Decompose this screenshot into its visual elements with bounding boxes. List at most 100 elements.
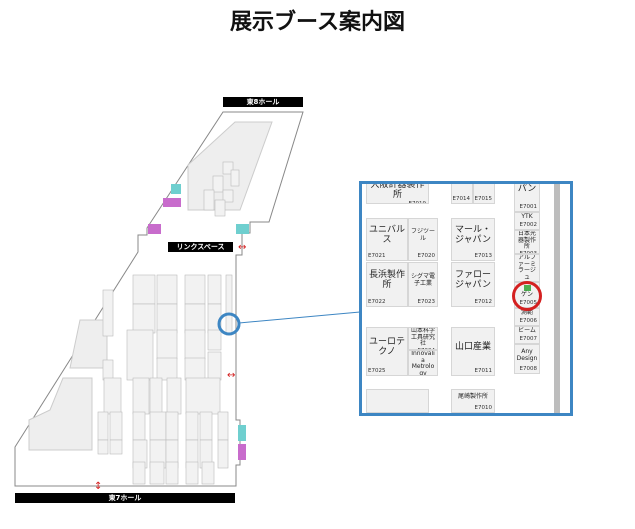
booth-name: Any Design	[516, 347, 538, 362]
booth-name: ゲン	[520, 291, 533, 299]
booth	[185, 377, 221, 415]
booth	[184, 329, 206, 360]
hall-label-bottom: 東7ホール	[15, 493, 235, 503]
page-title: 展示ブース案内図	[230, 10, 405, 35]
booth[interactable]: アルファーミラージュE7004	[514, 254, 540, 282]
booth-code: E7014	[452, 196, 470, 202]
booth[interactable]: E7015	[473, 184, 495, 204]
exit-arrow-icon: ↔	[238, 242, 246, 253]
booth	[132, 377, 150, 415]
booth-code: E7006	[519, 318, 537, 324]
booth-name: ユニバルス	[368, 225, 405, 245]
facility-teal	[171, 184, 181, 194]
booth[interactable]: E7014	[451, 184, 473, 204]
booth-code: E7003	[519, 250, 537, 254]
booth-name: フジツール	[410, 228, 435, 242]
booth	[165, 411, 179, 441]
booth	[156, 329, 178, 360]
booth-code: E7025	[368, 368, 386, 374]
booth	[185, 411, 199, 441]
booth[interactable]: Innovalia MetrologyE7026	[408, 350, 438, 376]
booth[interactable]: 尾崎製作所 E7010	[451, 389, 495, 413]
booth	[132, 274, 156, 305]
booth[interactable]: パン E7001	[514, 183, 540, 212]
booth-code: E7023	[417, 299, 435, 305]
booth-code: E7002	[519, 222, 537, 228]
booth-code: E7021	[368, 253, 386, 259]
booth-code: E7001	[519, 204, 537, 210]
booth-name: 大阪計器製作所	[370, 181, 425, 200]
booth-name	[452, 184, 472, 196]
booth-code: E7010	[474, 405, 492, 411]
booth	[217, 411, 229, 441]
location-marker-icon	[523, 285, 531, 291]
booth	[185, 461, 199, 485]
facility-purple	[163, 198, 181, 207]
booth[interactable]: フジツール E7020	[408, 218, 438, 261]
booth-name: 山口産業	[454, 342, 491, 353]
booth-code: E7020	[417, 253, 435, 259]
large-booth	[28, 377, 93, 451]
booth	[166, 377, 182, 415]
booth-code: E7007	[519, 336, 537, 342]
booth	[156, 274, 178, 305]
booth	[149, 411, 167, 441]
booth-name: YTK	[521, 213, 533, 221]
booth-code: E7011	[474, 368, 492, 374]
facility-teal	[236, 224, 249, 234]
booth-name: ユーロテクノ	[368, 337, 405, 357]
booth	[156, 357, 178, 381]
booth	[109, 411, 123, 441]
booth[interactable]: シグマ電子工業 E7023	[408, 262, 438, 307]
booth	[102, 359, 114, 381]
zoom-connector-line	[238, 311, 361, 324]
booth	[149, 377, 163, 415]
booth	[225, 274, 233, 336]
booth-code: E7019	[408, 200, 426, 204]
booth-code: E7024	[409, 348, 437, 349]
facility-teal	[238, 425, 246, 441]
booth	[97, 439, 109, 455]
facility-purple	[238, 444, 246, 460]
booth-code: E7008	[519, 366, 537, 372]
booth	[212, 175, 224, 193]
booth-name: パン	[517, 183, 537, 194]
booth	[222, 161, 234, 175]
booth-name: 測範	[520, 309, 533, 317]
booth	[201, 461, 215, 485]
booth[interactable]: 山口産業 E7011	[451, 327, 495, 376]
booth	[156, 303, 178, 334]
booth[interactable]: ユーロテクノ E7025	[366, 327, 408, 376]
booth-name: Innovalia Metrology	[411, 350, 435, 376]
booth	[217, 439, 229, 469]
booth[interactable]	[366, 389, 429, 413]
booth-name: 山本科学工具研究社	[410, 327, 435, 348]
booth-name: 尾崎製作所	[457, 393, 488, 401]
booth-name: アルファーミラージュ	[517, 254, 536, 281]
booth	[109, 439, 123, 455]
booth	[165, 461, 179, 485]
facility-purple	[148, 224, 161, 234]
booth	[132, 303, 156, 334]
booth	[230, 169, 240, 187]
booth[interactable]: ユニバルス E7021	[366, 218, 408, 261]
booth-name: シグマ電子工業	[410, 273, 435, 287]
booth-name: ファロー ジャパン	[454, 270, 491, 290]
booth-name: マール・ジャパン	[454, 225, 491, 245]
exit-arrow-icon: ↕	[94, 481, 102, 492]
link-space-label: リンクスペース	[168, 242, 233, 252]
booth	[184, 357, 206, 381]
booth[interactable]: 山本科学工具研究社E7024	[408, 327, 438, 350]
booth	[126, 329, 154, 381]
